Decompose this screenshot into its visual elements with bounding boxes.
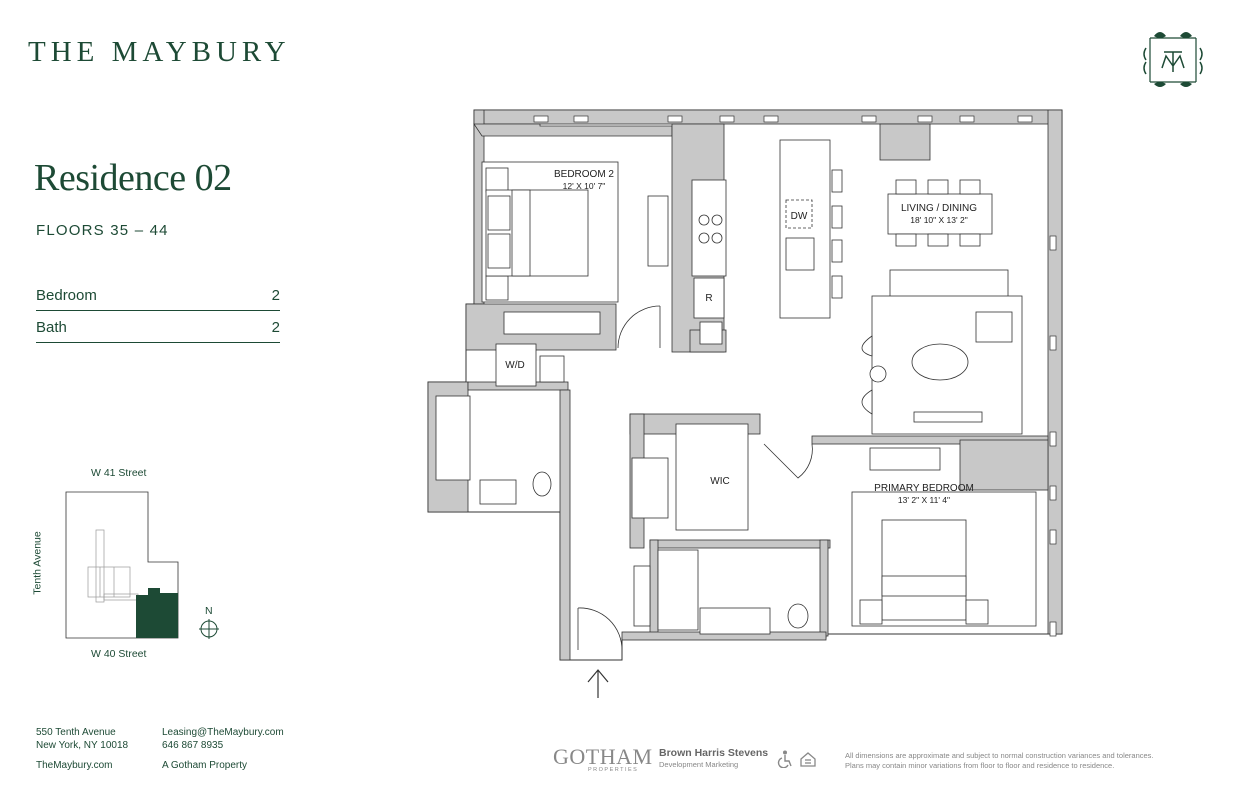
entry-arrow-icon — [587, 669, 609, 698]
key-map: W 41 Street W 40 Street Tenth Avenue N — [30, 462, 230, 667]
primary-dims: 13' 2" X 11' 4" — [898, 495, 950, 505]
window-markers — [533, 115, 1057, 637]
disclaimer-line1: All dimensions are approximate and subje… — [845, 751, 1154, 760]
spec-label: Bedroom — [36, 286, 97, 304]
living-furniture — [861, 179, 1023, 435]
spec-row-bedroom: Bedroom 2 — [36, 280, 280, 311]
accessibility-icon — [777, 750, 792, 768]
primary-label: PRIMARY BEDROOM — [874, 483, 974, 494]
residence-title: Residence 02 — [34, 157, 232, 199]
spec-value: 2 — [271, 286, 280, 304]
refrigerator-label: R — [705, 293, 712, 304]
spec-row-bath: Bath 2 — [36, 312, 280, 343]
wic-label: WIC — [710, 476, 729, 487]
kitchen-fixtures — [691, 139, 843, 345]
key-map-drawing — [65, 491, 179, 639]
spec-value: 2 — [271, 318, 280, 336]
bath-fixtures — [435, 343, 941, 635]
bedroom2-furniture — [481, 161, 669, 335]
bhs-logo-sub: Development Marketing — [659, 760, 739, 769]
south-street-label: W 40 Street — [91, 648, 147, 660]
bhs-logo: Brown Harris Stevens — [659, 747, 769, 759]
bedroom2-label: BEDROOM 2 — [554, 169, 614, 180]
disclaimer: All dimensions are approximate and subje… — [845, 751, 1205, 771]
gotham-logo-sub: PROPERTIES — [588, 767, 639, 773]
gotham-logo: GOTHAM — [553, 744, 653, 769]
phone-number[interactable]: 646 867 8935 — [162, 740, 224, 751]
address-line1: 550 Tenth Avenue — [36, 727, 116, 738]
door-swings — [577, 305, 813, 651]
compass-north-label: N — [205, 605, 213, 617]
monogram-logo-icon — [1143, 32, 1203, 87]
primary-furniture — [851, 491, 1037, 627]
north-street-label: W 41 Street — [91, 467, 147, 479]
equal-housing-icon — [800, 752, 816, 767]
dishwasher-label: DW — [791, 211, 808, 222]
address-line2: New York, NY 10018 — [36, 740, 129, 751]
spec-label: Bath — [36, 318, 67, 336]
living-dims: 18' 10" X 13' 2" — [910, 215, 968, 225]
compass-icon — [199, 619, 219, 639]
bedroom2-dims: 12' X 10' 7" — [563, 181, 606, 191]
floor-plan: BEDROOM 2 12' X 10' 7" LIVING / DINING 1… — [427, 109, 1063, 698]
website-link[interactable]: TheMaybury.com — [36, 760, 113, 771]
living-label: LIVING / DINING — [901, 203, 977, 214]
disclaimer-line2: Plans may contain minor variations from … — [845, 761, 1115, 770]
washer-dryer-label: W/D — [505, 360, 524, 371]
brand-wordmark: THE MAYBURY — [28, 36, 291, 68]
email-link[interactable]: Leasing@TheMaybury.com — [162, 727, 284, 738]
floors-range: FLOORS 35 – 44 — [36, 222, 169, 239]
gotham-property-label: A Gotham Property — [162, 760, 248, 771]
